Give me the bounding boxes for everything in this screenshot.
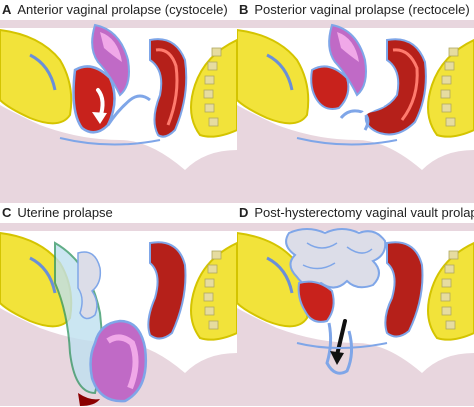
panel-c-caption: Uterine prolapse [17, 205, 113, 220]
vault-arrow-head [330, 351, 344, 365]
pubic-bone [237, 231, 310, 328]
vertebrae [203, 250, 222, 330]
vertebrae [203, 47, 222, 127]
uterus [91, 23, 130, 97]
panel-vault-prolapse: D Post-hysterectomy vaginal vault prolaps… [237, 203, 474, 406]
bowel-loops [302, 242, 373, 270]
panel-a-letter: A [2, 2, 12, 17]
uterus-highlight [337, 32, 359, 62]
sacrum [427, 241, 474, 341]
panel-a-title: A Anterior vaginal prolapse (cystocele) [2, 1, 228, 19]
vertebrae [440, 250, 459, 330]
panel-posterior-prolapse: B Posterior vaginal prolapse (rectocele) [237, 0, 474, 203]
bladder [297, 280, 335, 323]
posterior-prolapse-illustration [237, 20, 474, 203]
pubic-bone [0, 28, 73, 125]
uterus [328, 23, 367, 97]
descent-arrow-head [92, 112, 107, 124]
vaginal-vault [325, 322, 354, 375]
uterine-prolapse-illustration [0, 223, 237, 406]
perineum [296, 342, 388, 349]
perineum [296, 137, 398, 146]
panel-c-letter: C [2, 205, 12, 220]
panel-d-letter: D [239, 205, 249, 220]
sacrum [190, 241, 237, 341]
pubic-symphysis-line [29, 256, 57, 294]
vaginal-wall [339, 109, 370, 131]
panel-uterine-prolapse: C Uterine prolapse [0, 203, 237, 406]
bladder [310, 65, 350, 110]
panel-b-title: B Posterior vaginal prolapse (rectocele) [239, 1, 470, 19]
pubic-bone [237, 28, 310, 125]
uterus-highlight [100, 32, 122, 62]
sacrum [427, 38, 474, 138]
rectum [384, 241, 424, 338]
vault-prolapse-illustration [237, 223, 474, 406]
rectum-lumen [392, 48, 419, 121]
bulge-arrow-head [345, 116, 357, 128]
vaginal-wall [106, 94, 151, 126]
panel-d-caption: Post-hysterectomy vaginal vault prolapse [254, 205, 474, 220]
panel-b-letter: B [239, 2, 249, 17]
rectum [149, 38, 188, 138]
sacrum [190, 38, 237, 138]
bulge-arrow-shaft [350, 103, 384, 124]
uterus-highlight [106, 334, 139, 390]
perineum [59, 137, 161, 146]
anterior-prolapse-illustration [0, 20, 237, 203]
pubic-symphysis-line [266, 256, 294, 294]
pubic-symphysis-line [266, 53, 294, 91]
panel-a-caption: Anterior vaginal prolapse (cystocele) [17, 2, 228, 17]
small-bowel [285, 228, 387, 289]
vertebrae [440, 47, 459, 127]
panel-c-title: C Uterine prolapse [2, 204, 113, 222]
rectum-bulging [364, 38, 427, 136]
panel-anterior-prolapse: A Anterior vaginal prolapse (cystocele) [0, 0, 237, 203]
rectum-lumen [155, 48, 179, 126]
panel-d-title: D Post-hysterectomy vaginal vault prolaps… [239, 204, 474, 222]
pubic-symphysis-line [29, 53, 57, 91]
small-bowel [77, 251, 102, 320]
panel-b-caption: Posterior vaginal prolapse (rectocele) [254, 2, 470, 17]
rectum [147, 241, 187, 340]
cervix [78, 393, 100, 406]
